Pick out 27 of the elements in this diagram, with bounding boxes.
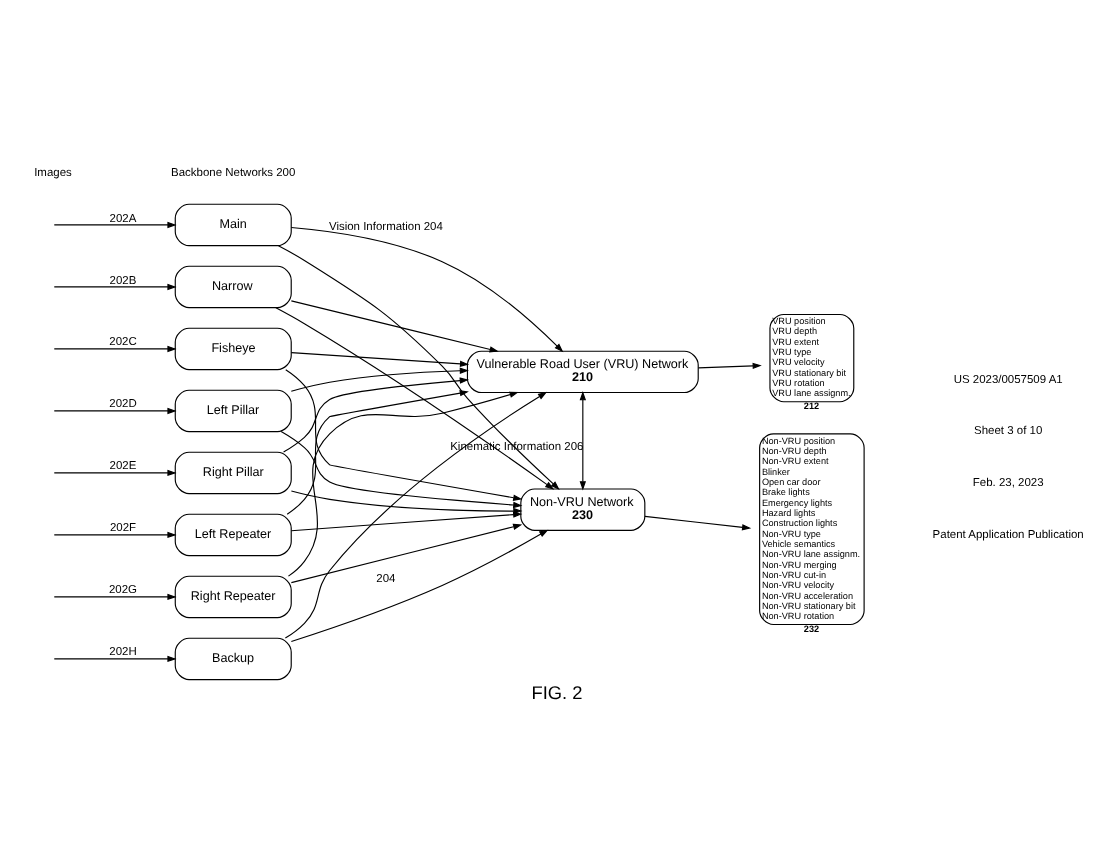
arrow xyxy=(275,307,555,490)
arrow xyxy=(53,531,177,539)
arrow xyxy=(53,469,177,477)
arrow xyxy=(283,377,469,453)
arrow xyxy=(290,300,499,353)
arrow xyxy=(286,390,469,515)
arrow xyxy=(290,523,523,584)
arrow xyxy=(53,283,177,291)
arrow xyxy=(53,593,177,601)
arrow xyxy=(287,391,519,577)
arrow xyxy=(277,245,560,490)
caption: FIG. 2 xyxy=(531,682,583,703)
arrow xyxy=(290,352,470,368)
arrow xyxy=(290,367,469,392)
arrow xyxy=(290,529,549,642)
arrow xyxy=(697,362,762,370)
arrow xyxy=(53,345,177,353)
arrow xyxy=(284,391,548,639)
arrow xyxy=(285,369,523,501)
arrow xyxy=(53,407,177,415)
arrow xyxy=(644,515,752,531)
arrow xyxy=(579,391,587,491)
arrow xyxy=(53,655,177,663)
arrow xyxy=(290,226,564,353)
arrow xyxy=(290,511,523,532)
arrow xyxy=(53,221,177,229)
arrow xyxy=(280,431,523,509)
